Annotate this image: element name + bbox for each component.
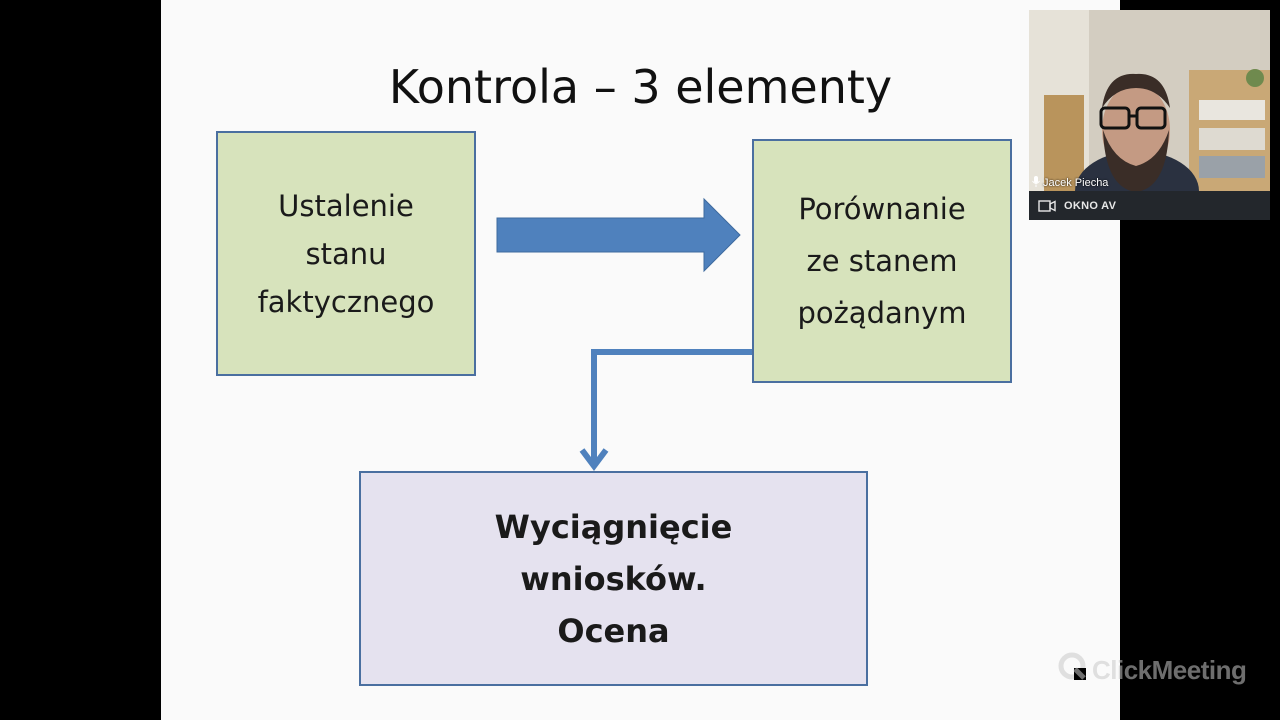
box-porownanie-label: Porównanie ze stanem pożądanym xyxy=(797,192,967,330)
box-porownanie: Porównanie ze stanem pożądanym xyxy=(752,139,1012,383)
clickmeeting-logo-icon xyxy=(1058,652,1088,689)
box-ustalenie-label: Ustalenie stanu faktycznego xyxy=(257,188,435,319)
watermark-text: ClickMeeting xyxy=(1092,654,1247,685)
webcam-footer[interactable]: OKNO AV xyxy=(1029,191,1270,220)
clickmeeting-watermark: ClickMeeting xyxy=(1058,652,1247,689)
box-ustalenie-stanu: Ustalenie stanu faktycznego xyxy=(216,131,476,376)
presentation-slide: Kontrola – 3 elementy Ustalenie stanu fa… xyxy=(161,0,1120,720)
box-wniosek-label: Wyciągnięcie wniosków. Ocena xyxy=(494,507,733,650)
microphone-icon xyxy=(1032,176,1040,190)
participant-name: Jacek Piecha xyxy=(1043,177,1109,189)
box-wyciagniecie-wnioskow: Wyciągnięcie wniosków. Ocena xyxy=(359,471,868,686)
connector-arrow xyxy=(591,349,753,462)
camera-icon[interactable] xyxy=(1038,199,1056,212)
webcam-feed: Jacek Piecha xyxy=(1029,10,1270,191)
connector-arrowhead xyxy=(579,448,609,471)
speaker-name-tag: Jacek Piecha xyxy=(1032,176,1108,190)
right-arrow xyxy=(496,197,741,273)
flow-arrows xyxy=(496,197,753,471)
webcam-panel[interactable]: Jacek Piecha OKNO AV xyxy=(1029,10,1270,220)
slide-title: Kontrola – 3 elementy xyxy=(388,60,893,114)
webcam-scene xyxy=(1029,10,1270,191)
av-window-label: OKNO AV xyxy=(1064,199,1117,212)
